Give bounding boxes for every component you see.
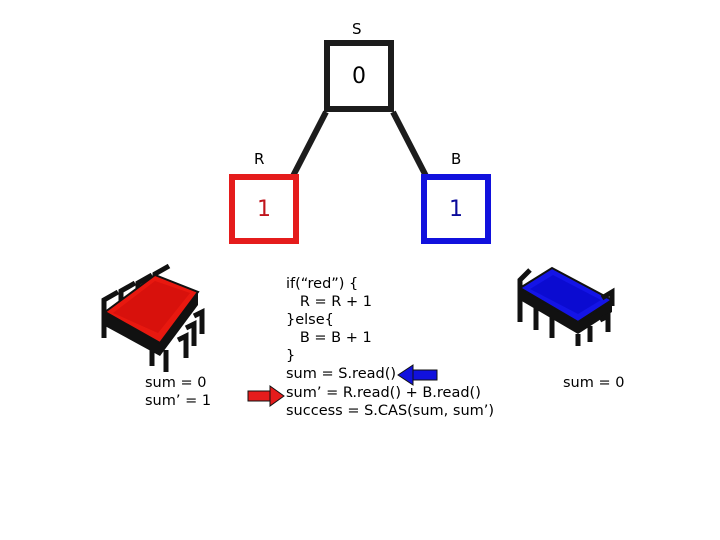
red-processor-sum: sum = 0 <box>145 374 206 392</box>
blue-processor-sum: sum = 0 <box>563 374 624 392</box>
red-processor-sum-prime: sum’ = 1 <box>145 392 211 410</box>
